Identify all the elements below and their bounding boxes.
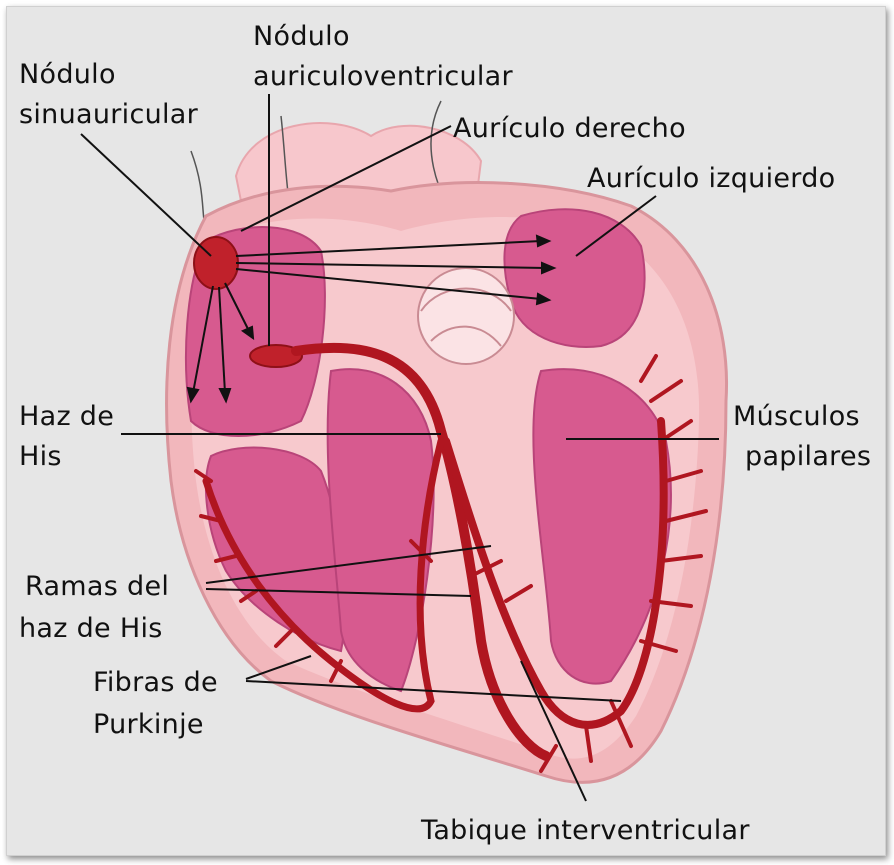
sa-node xyxy=(194,237,238,289)
label-his-bundle-2: His xyxy=(19,439,62,475)
label-sa-node-2: sinuauricular xyxy=(19,97,198,133)
label-papillary-2: papilares xyxy=(745,439,871,475)
label-his-bundle-1: Haz de xyxy=(19,399,114,435)
label-bundle-branches-2: haz de His xyxy=(19,611,163,647)
label-bundle-branches-1: Ramas del xyxy=(25,569,169,605)
label-purkinje-1: Fibras de xyxy=(93,665,218,701)
label-av-node-2: auriculoventricular xyxy=(253,59,513,95)
label-septum: Tabique interventricular xyxy=(421,813,750,849)
label-av-node-1: Nódulo xyxy=(253,19,350,55)
diagram-frame: Nódulo sinuauricular Nódulo auriculovent… xyxy=(6,6,886,856)
label-purkinje-2: Purkinje xyxy=(93,707,204,743)
label-left-atrium: Aurículo izquierdo xyxy=(587,161,835,197)
label-papillary-1: Músculos xyxy=(733,399,860,435)
left-atrium-chamber xyxy=(504,209,644,347)
label-right-atrium: Aurículo derecho xyxy=(453,111,686,147)
aortic-valve xyxy=(418,268,514,364)
label-sa-node-1: Nódulo xyxy=(19,57,116,93)
